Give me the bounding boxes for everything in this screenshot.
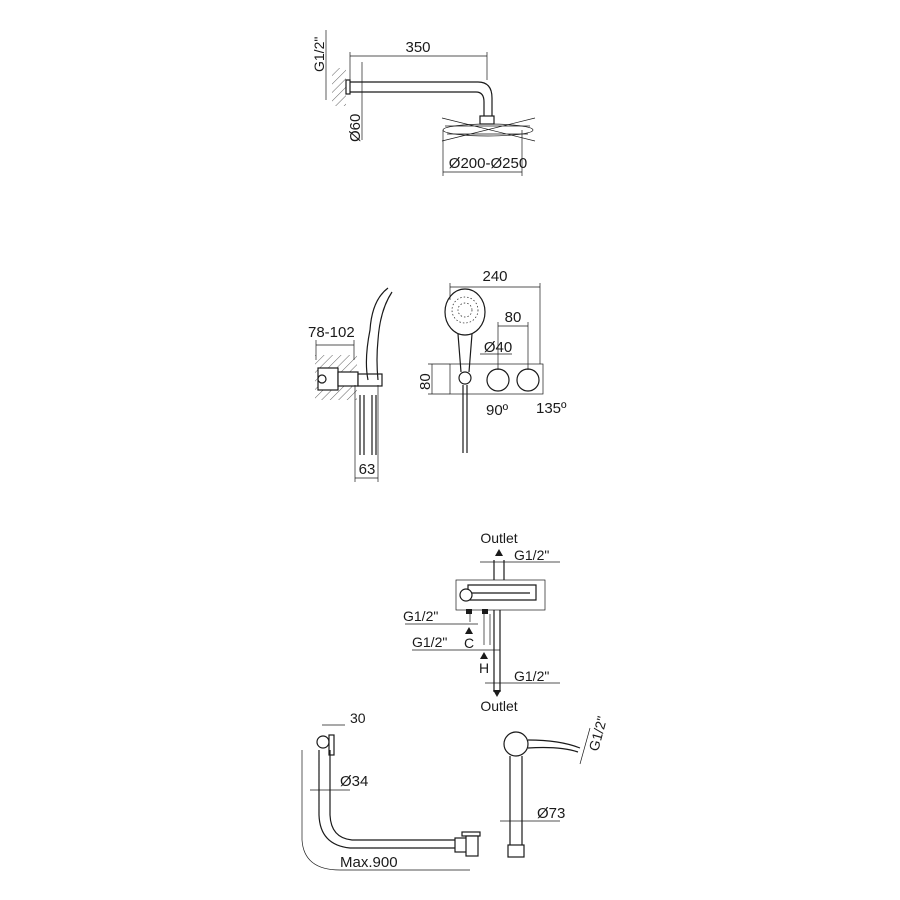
waste-hose xyxy=(318,750,455,849)
rotation-left-label: 90º xyxy=(486,402,509,419)
wall-hatch xyxy=(332,68,346,106)
hot-label: H xyxy=(479,660,489,676)
wall-depth-dim: 78-102 xyxy=(308,324,355,341)
filler-body xyxy=(503,731,529,757)
hot-thread-dim: G1/2" xyxy=(412,634,447,650)
wall-flange xyxy=(345,79,351,95)
rotation-right-label: 135º xyxy=(536,400,567,417)
plate-height-dim: 80 xyxy=(417,373,434,390)
hose xyxy=(359,395,377,455)
hose-diameter-dim: Ø34 xyxy=(340,773,368,790)
hand-shower-grip xyxy=(457,333,473,373)
concealed-valve-drawing: Outlet G1/2" G1/2" C G1/2" H G1/2" Outle… xyxy=(403,530,560,714)
inlet-thread-dim: G1/2" xyxy=(311,37,327,72)
bath-waste-drawing: 30 Ø34 Max.900 Ø73 G1/2" xyxy=(301,710,610,871)
arm-length-dim: 350 xyxy=(405,39,430,56)
projection-dim: 63 xyxy=(359,461,376,478)
handle-spacing-dim: 80 xyxy=(505,309,522,326)
cold-label: C xyxy=(464,635,474,651)
outlet-bottom-label: Outlet xyxy=(480,698,517,714)
outlet-top-label: Outlet xyxy=(480,530,517,546)
arm-pipe xyxy=(350,81,493,118)
hand-shower-side-view: 78-102 63 xyxy=(308,287,393,482)
overall-width-dim: 240 xyxy=(482,268,507,285)
handle-diameter-dim: Ø40 xyxy=(484,339,512,356)
filler-hose xyxy=(527,739,581,753)
wall-plate xyxy=(449,363,544,395)
outlet-top-thread-dim: G1/2" xyxy=(514,547,549,563)
outlet-bottom-thread-dim: G1/2" xyxy=(514,668,549,684)
head-diameter-dim: Ø200-Ø250 xyxy=(449,155,527,172)
handle-left xyxy=(486,368,510,392)
hand-shower-handle xyxy=(365,287,393,381)
hand-shower-head xyxy=(444,288,486,336)
shower-arm-drawing: 350 G1/2" Ø60 Ø200-Ø250 xyxy=(311,30,536,176)
handle-right xyxy=(516,368,540,392)
cold-thread-dim: G1/2" xyxy=(403,608,438,624)
filler-thread-dim: G1/2" xyxy=(585,714,610,752)
overflow-depth-dim: 30 xyxy=(350,710,366,726)
mixer-front-view: 240 80 Ø40 80 90º 135º xyxy=(417,268,567,453)
shower-head xyxy=(441,117,536,142)
flange-diameter-dim: Ø60 xyxy=(347,114,364,142)
holder xyxy=(458,371,472,385)
overflow xyxy=(316,735,330,749)
max-length-dim: Max.900 xyxy=(340,854,398,871)
filler-diameter-dim: Ø73 xyxy=(537,805,565,822)
head-connector xyxy=(479,115,495,125)
